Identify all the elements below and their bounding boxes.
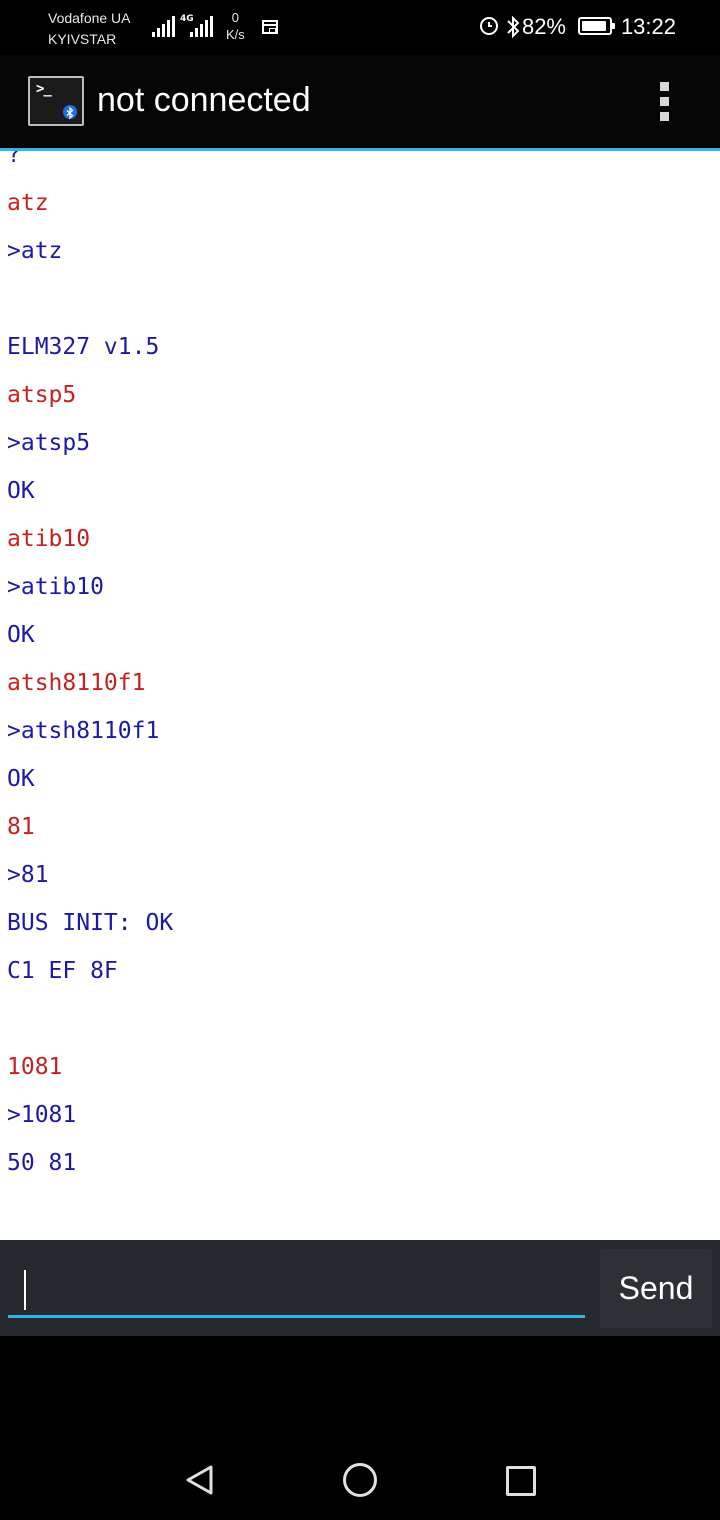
speed-unit: K/s [226, 27, 245, 42]
action-bar: >_ not connected [0, 54, 720, 151]
battery-percentage: 82% [521, 14, 566, 39]
received-response-line: >atsp5 [7, 430, 91, 456]
received-response-line: OK [7, 478, 35, 504]
received-response-line: >atib10 [7, 574, 104, 600]
bluetooth-badge-icon [63, 105, 77, 120]
received-response-line: ELM327 v1.5 [7, 334, 160, 360]
received-response-line: >atz [7, 238, 63, 264]
home-icon[interactable] [343, 1463, 377, 1497]
overflow-menu-icon[interactable] [654, 82, 674, 122]
received-response-line: >1081 [7, 1102, 77, 1128]
carrier-1: Vodafone UA [48, 10, 131, 26]
received-response-line: 50 81 [7, 1150, 77, 1176]
carrier-labels: Vodafone UA KYIVSTAR [48, 8, 131, 50]
sent-command-line: atib10 [7, 526, 91, 552]
carrier-2: KYIVSTAR [48, 31, 117, 47]
recent-apps-icon[interactable] [506, 1466, 536, 1496]
network-type-badge: 4G [180, 14, 194, 24]
sent-command-line: 1081 [7, 1054, 63, 1080]
bluetooth-icon [507, 15, 520, 39]
received-response-line: ? [7, 151, 21, 168]
status-right-group: 82% 13:22 [0, 0, 720, 54]
send-button[interactable]: Send [600, 1249, 712, 1328]
received-response-line: C1 EF 8F [7, 958, 118, 984]
input-bar: Send [0, 1240, 720, 1336]
sent-command-line: atsh8110f1 [7, 670, 146, 696]
connection-status-title: not connected [97, 81, 311, 119]
command-input[interactable] [8, 1254, 585, 1318]
terminal-prompt-icon: >_ [36, 81, 52, 97]
navigation-bar [0, 1336, 720, 1520]
received-response-line: BUS INIT: OK [7, 910, 174, 936]
speed-value: 0 [231, 10, 240, 25]
signal-1-icon [152, 15, 176, 37]
clock: 13:22 [620, 14, 676, 39]
status-bar: Vodafone UA KYIVSTAR 4G 0 K/s 82% 13:22 [0, 0, 720, 54]
received-response-line: OK [7, 766, 35, 792]
sent-command-line: 81 [7, 814, 35, 840]
back-icon[interactable] [184, 1464, 216, 1496]
terminal-bluetooth-icon[interactable]: >_ [28, 76, 84, 126]
received-response-line: >81 [7, 862, 49, 888]
network-speed: 0 K/s [226, 9, 245, 43]
sent-command-line: atsp5 [7, 382, 77, 408]
alarm-icon [480, 17, 498, 35]
battery-icon [578, 17, 615, 35]
calendar-icon [262, 20, 278, 34]
signal-2-icon [190, 15, 214, 37]
text-caret [24, 1270, 26, 1310]
received-response-line: OK [7, 622, 35, 648]
received-response-line: >atsh8110f1 [7, 718, 160, 744]
sent-command-line: atz [7, 190, 49, 216]
